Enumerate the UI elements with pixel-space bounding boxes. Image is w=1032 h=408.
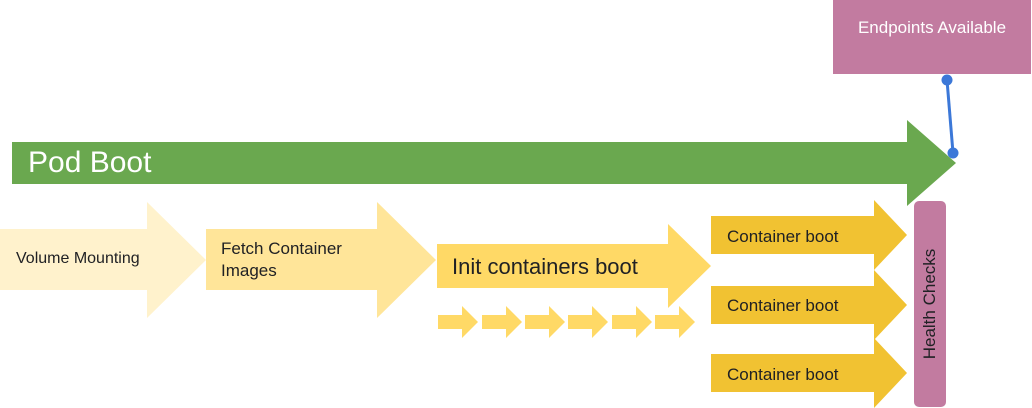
volume-mounting-label: Volume Mounting	[16, 250, 140, 267]
container-boot-label-2: Container boot	[727, 296, 839, 315]
container-boot-arrow-1-shape	[711, 200, 907, 270]
container-boot-label-3: Container boot	[727, 365, 839, 384]
endpoint-connector-line	[945, 79, 955, 154]
volume-mounting-arrow	[0, 202, 207, 318]
health-checks-box	[914, 201, 946, 407]
container-boot-arrow-1	[711, 200, 908, 270]
fetch-images-arrow	[206, 202, 437, 318]
endpoints-available-box: Endpoints Available	[833, 0, 1031, 74]
container-boot-arrow-2	[711, 270, 908, 340]
endpoints-available-label: Endpoints Available	[857, 18, 1007, 37]
fetch-images-arrow-shape	[206, 202, 436, 318]
pod-boot-arrow	[12, 120, 957, 206]
init-containers-arrow-shape	[437, 224, 711, 308]
container-boot-arrow-3-shape	[711, 338, 907, 408]
fetch-images-label: Fetch Container Images	[221, 239, 342, 280]
init-chain-arrow-4	[568, 306, 608, 338]
init-containers-arrow	[437, 224, 712, 308]
init-chain-arrow-2	[482, 306, 522, 338]
init-chain-arrow-6	[655, 306, 695, 338]
endpoint-connector-bottom-dot	[947, 147, 959, 159]
container-boot-arrow-3	[711, 338, 908, 408]
init-chain-arrow-5	[612, 306, 652, 338]
volume-mounting-arrow-shape	[0, 202, 206, 318]
init-chain-arrow-3	[525, 306, 565, 338]
init-chain-arrow-1	[438, 306, 478, 338]
container-boot-label-1: Container boot	[727, 227, 839, 246]
init-chain	[438, 306, 695, 338]
container-boot-arrow-2-shape	[711, 270, 907, 340]
pod-boot-arrow-shape	[12, 120, 956, 206]
endpoint-connector-top-dot	[941, 74, 953, 86]
health-checks-label: Health Checks	[920, 248, 939, 360]
pod-boot-label: Pod Boot	[28, 146, 152, 179]
init-containers-label: Init containers boot	[452, 254, 638, 279]
